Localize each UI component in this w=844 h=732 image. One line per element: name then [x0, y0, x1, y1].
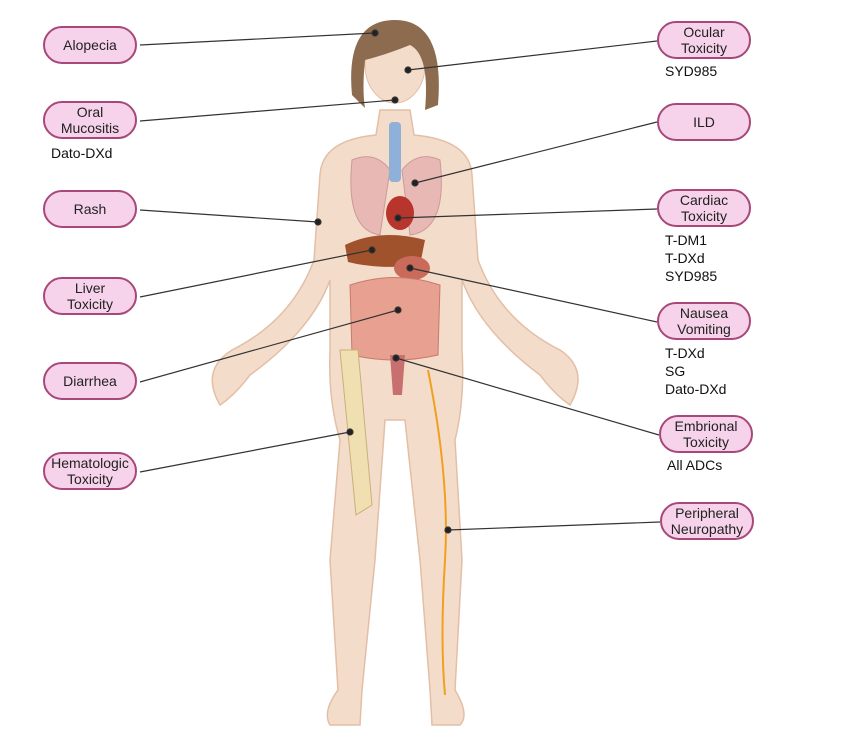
label-embrional-toxicity: Embrional Toxicity [659, 415, 753, 453]
connector-lines [139, 29, 661, 534]
trachea [389, 122, 401, 182]
nerve [427, 369, 447, 696]
label-alopecia: Alopecia [43, 26, 137, 64]
lungs [350, 156, 442, 236]
drug: SYD985 [665, 268, 718, 284]
drugs-nausea: T-DXd SG Dato-DXd [665, 344, 726, 398]
label-nausea-vomiting: Nausea Vomiting [657, 302, 751, 340]
drug: Dato-DXd [665, 381, 727, 397]
drugs-cardiac: T-DM1 T-DXd SYD985 [665, 231, 717, 285]
heart [386, 196, 414, 230]
drug: T-DM1 [665, 232, 707, 248]
drug-embrional: All ADCs [667, 457, 723, 473]
label-ocular-toxicity: Ocular Toxicity [657, 21, 751, 59]
label-cardiac-toxicity: Cardiac Toxicity [657, 189, 751, 227]
label-oral-mucositis: Oral Mucositis [43, 101, 137, 139]
label-peripheral-neuropathy: Peripheral Neuropathy [660, 502, 754, 540]
intestines [349, 277, 441, 361]
drug-ocular: SYD985 [665, 63, 718, 79]
drug: SG [665, 363, 686, 379]
label-ild: ILD [657, 103, 751, 141]
drug: T-DXd [665, 250, 705, 266]
label-rash: Rash [43, 190, 137, 228]
drug: T-DXd [665, 345, 705, 361]
drug-oral-mucositis: Dato-DXd [51, 145, 113, 161]
label-hematologic-toxicity: Hematologic Toxicity [43, 452, 137, 490]
label-liver-toxicity: Liver Toxicity [43, 277, 137, 315]
label-diarrhea: Diarrhea [43, 362, 137, 400]
uterus [390, 355, 405, 395]
hair [351, 20, 439, 110]
femur-bone [339, 349, 373, 516]
